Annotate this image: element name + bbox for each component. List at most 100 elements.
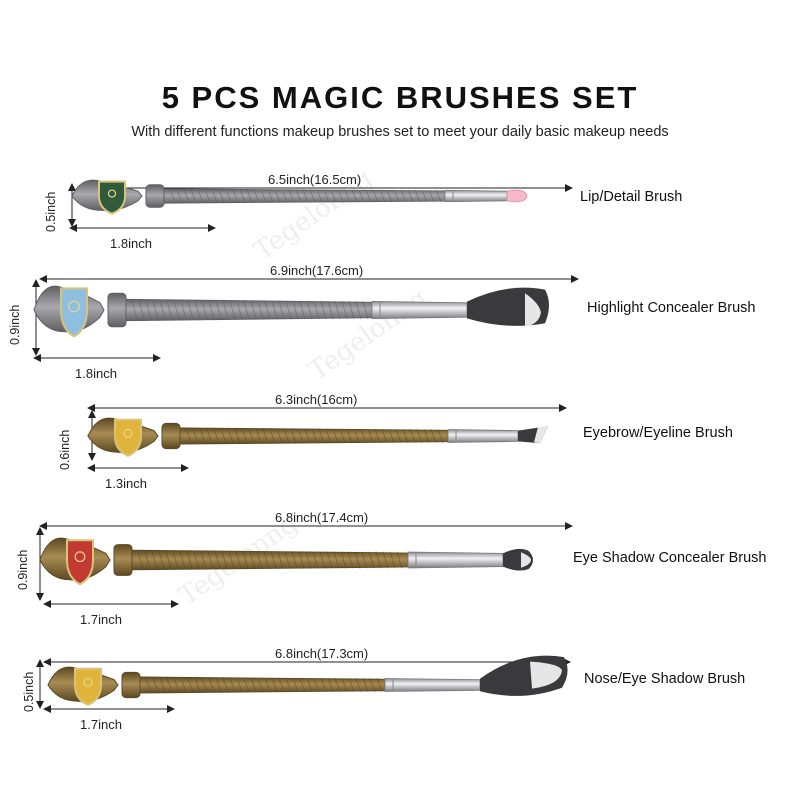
handle-texture [187,300,194,320]
handle-texture [225,189,232,203]
handle-texture [152,678,159,692]
handle-texture [176,189,183,203]
handle-texture [295,189,302,203]
handle-texture [348,678,355,692]
handle-texture [194,678,201,692]
handle-texture [299,678,306,692]
total-length-label: 6.8inch(17.3cm) [275,646,369,661]
handle-width-label: 1.7inch [80,612,122,627]
handle-texture [305,551,312,569]
handle-texture [206,429,213,443]
bristle-highlight [525,293,541,327]
bristle-tip [506,189,528,203]
handle-texture [187,678,194,692]
crest-shield [60,287,88,338]
handle-texture [311,429,318,443]
handle-texture [428,189,435,203]
handle-texture [192,429,199,443]
handle-texture [414,189,421,203]
handle-texture [248,429,255,443]
handle-texture [320,678,327,692]
handle-texture [151,551,158,569]
handle-texture [351,189,358,203]
handle-texture [159,678,166,692]
crest-emblem [123,428,133,438]
handle-texture [199,429,206,443]
handle-texture [299,300,306,320]
handle-texture [281,189,288,203]
handle-texture [158,551,165,569]
handle-texture [313,678,320,692]
handle-texture [222,678,229,692]
handle-texture [242,551,249,569]
handle-texture [201,300,208,320]
handle-texture [131,300,138,320]
handle-texture [276,429,283,443]
handle-texture [320,300,327,320]
handle-texture [227,429,234,443]
handle-texture [169,189,176,203]
handle-texture [421,189,428,203]
handle-texture [183,189,190,203]
crest-shield [66,539,94,586]
handle-texture [214,551,221,569]
bristle-highlight [530,661,562,689]
handle-texture [260,189,267,203]
handle-texture [243,300,250,320]
handle-texture [269,429,276,443]
handle-texture [319,551,326,569]
handle-texture [264,300,271,320]
handle-texture [360,429,367,443]
handle-texture [339,429,346,443]
handle-texture [220,429,227,443]
bristle-highlight [534,426,548,444]
handle-texture [355,300,362,320]
handle-texture [278,678,285,692]
handle-texture [232,189,239,203]
handle-texture [208,300,215,320]
handle-texture [354,551,361,569]
handle-texture [382,551,389,569]
brush-name-label: Eye Shadow Concealer Brush [573,550,767,566]
handle-texture [215,678,222,692]
handle-texture [243,678,250,692]
handle-texture [388,429,395,443]
handle-texture [204,189,211,203]
handle-texture [250,678,257,692]
handle-texture [283,429,290,443]
handle-texture [333,551,340,569]
ferrule [384,678,481,692]
handle-texture [292,300,299,320]
handle-texture [340,551,347,569]
handle-texture [400,189,407,203]
handle-texture [341,678,348,692]
bristle-highlight [521,552,531,568]
handle-texture [236,678,243,692]
handle-texture [297,429,304,443]
handle-texture [298,551,305,569]
handle-texture [341,300,348,320]
handle-texture [306,678,313,692]
handle-texture [381,429,388,443]
handle-texture [234,429,241,443]
handle-texture [326,551,333,569]
handle-texture [332,429,339,443]
handle-texture [374,429,381,443]
handle-texture [362,678,369,692]
handle-texture [355,678,362,692]
handle-texture [393,189,400,203]
handle-texture [246,189,253,203]
handle-texture [241,429,248,443]
handle-texture [327,300,334,320]
handle-texture [166,678,173,692]
handle-texture [379,189,386,203]
total-length-label: 6.9inch(17.6cm) [270,263,364,278]
handle-texture [368,551,375,569]
handle-texture [193,551,200,569]
handle-collar [121,671,141,699]
handle-texture [435,189,442,203]
handle-texture [218,189,225,203]
